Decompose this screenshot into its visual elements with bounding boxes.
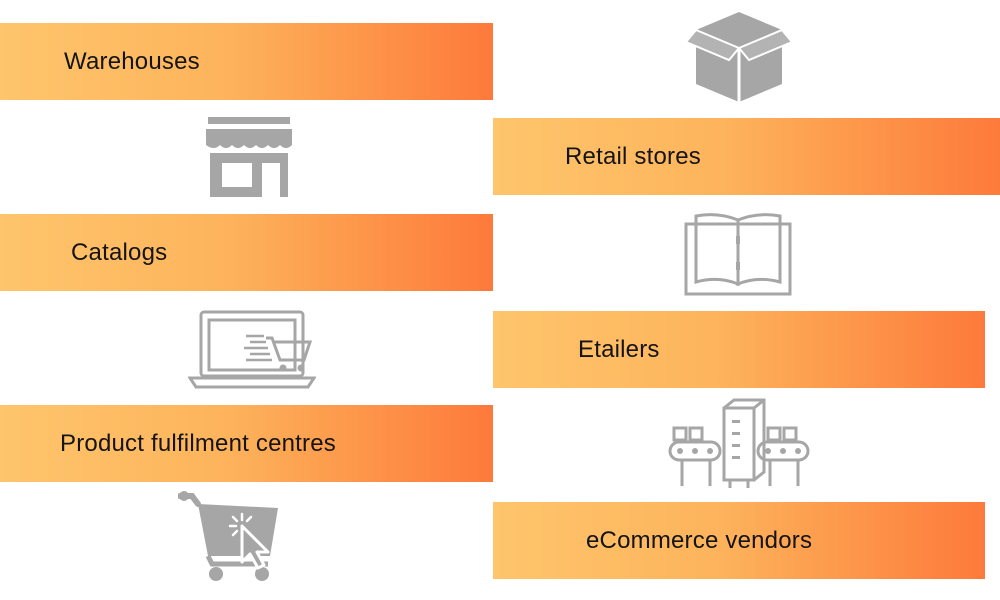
item-etailers: Etailers: [493, 311, 985, 388]
item-ecommerce-vendors: eCommerce vendors: [493, 502, 985, 579]
item-warehouses: Warehouses: [0, 23, 493, 100]
open-book-icon: [684, 212, 794, 296]
laptop-cart-icon: [188, 310, 316, 390]
item-label: Product fulfilment centres: [60, 429, 336, 457]
storefront-icon: [204, 117, 294, 199]
item-label: eCommerce vendors: [586, 526, 813, 554]
item-label: Etailers: [578, 335, 660, 363]
box-icon: [684, 8, 794, 104]
item-retail-stores: Retail stores: [493, 118, 1000, 195]
item-label: Catalogs: [71, 238, 168, 266]
cart-click-icon: [178, 490, 282, 582]
item-label: Warehouses: [64, 47, 200, 75]
conveyor-factory-icon: [668, 398, 810, 490]
item-product-fulfilment-centres: Product fulfilment centres: [0, 405, 493, 482]
item-label: Retail stores: [565, 142, 701, 170]
item-catalogs: Catalogs: [0, 214, 493, 291]
